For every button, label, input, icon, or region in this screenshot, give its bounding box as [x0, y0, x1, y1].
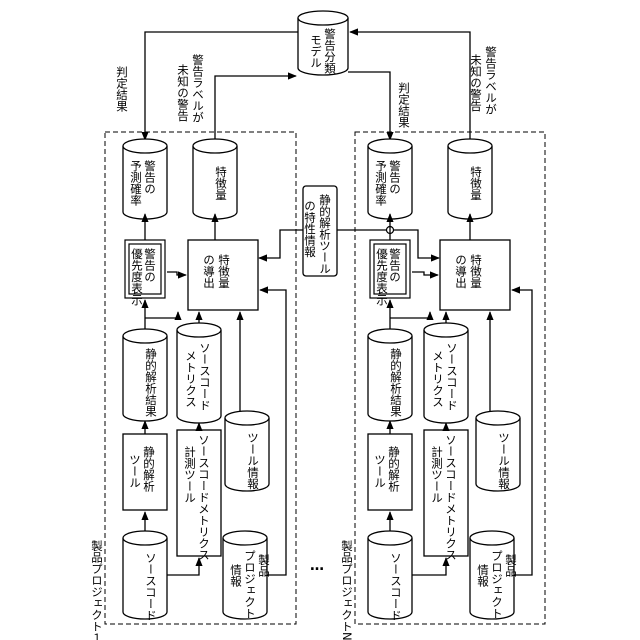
pN-metrics-label-2: メトリクス [431, 350, 445, 408]
p1-product-label-2: プロジェクト [243, 550, 257, 619]
pN-prob-label-2: 予測確率 [374, 160, 388, 207]
warning-classification-model-db: 警告分類 モデル [298, 11, 348, 75]
p1-arrow-derivation-to-priority [167, 272, 186, 275]
p1-product-label-1: 製品 [257, 553, 271, 577]
p1-metrics-tool-label-1: ソースコードメトリクス [197, 434, 211, 561]
tool-traits-label-1: 静的解析ツール [318, 193, 332, 274]
model-label-2: モデル [309, 34, 323, 69]
p1-metrics-label-2: メトリクス [184, 350, 198, 408]
pN-arrow-derivation-to-priority [412, 272, 438, 275]
pN-product-label-3: 情報 [476, 564, 490, 588]
pN-metrics-tool-box: ソースコードメトリクス 計測ツール [424, 430, 468, 561]
ellipsis-between-projects: … [310, 558, 324, 574]
p1-warning-priority-box: 警告の 優先度表示 [125, 240, 165, 306]
p1-tool-info-db: ツール情報 [225, 411, 269, 491]
p1-arrow-result-to-derivation [145, 312, 178, 318]
p1-product-label-3: 情報 [229, 564, 243, 588]
p1-warning-probability-db: 警告の 予測確率 [123, 139, 167, 219]
p1-static-tool-label-2: ツール [128, 454, 142, 489]
p1-feature-db-label: 特徴量 [214, 165, 228, 200]
p1-static-tool-box: 静的解析 ツール [123, 434, 167, 510]
model-label-1: 警告分類 [323, 27, 337, 75]
edge-unknown-1a: 警告ラベルが [191, 53, 205, 123]
p1-priority-label-1: 警告の [143, 247, 157, 282]
project-N-name: 製品プロジェクトN [340, 539, 354, 640]
pN-metrics-label-1: ソースコード [445, 342, 459, 411]
edge-unknown-1b: 未知の警告 [176, 64, 190, 122]
p1-static-result-db: 静的解析結果 [123, 329, 167, 421]
pN-feature-derivation-box: 特徴量 の導出 [440, 240, 510, 310]
p1-static-result-label: 静的解析結果 [144, 347, 158, 418]
project-1-group: 製品プロジェクト１ 警告の 予測確率 特徴量 警告の 優先度表示 特徴量 の導出 [90, 132, 296, 640]
edge-judgement-1: 判定結果 [115, 66, 129, 113]
pN-arrow-source-to-mtool [412, 558, 446, 575]
arrow-model-to-p1 [145, 32, 298, 140]
pN-warning-priority-box: 警告の 優先度表示 [370, 240, 410, 306]
project-1-name: 製品プロジェクト１ [90, 539, 104, 640]
pN-static-tool-label-2: ツール [373, 454, 387, 489]
pN-tool-info-label: ツール情報 [497, 432, 511, 490]
arrow-model-to-pN [348, 72, 390, 140]
pN-static-result-label: 静的解析結果 [389, 347, 403, 418]
p1-source-code-db: ソースコード [123, 531, 167, 621]
pN-metrics-tool-label-1: ソースコードメトリクス [444, 434, 458, 561]
pN-source-code-db: ソースコード [368, 531, 412, 621]
p1-metrics-tool-box: ソースコードメトリクス 計測ツール [177, 430, 221, 561]
pN-static-tool-label-1: 静的解析 [387, 445, 401, 493]
pN-product-info-db: 製品 プロジェクト 情報 [470, 531, 518, 619]
project-N-group: 製品プロジェクトN 警告の 予測確率 特徴量 警告の 優先度表示 特徴量 の導出… [340, 132, 545, 640]
pN-static-result-db: 静的解析結果 [368, 329, 412, 421]
p1-metrics-label-1: ソースコード [198, 342, 212, 411]
pN-priority-label-2: 優先度表示 [375, 248, 389, 306]
pN-priority-label-1: 警告の [388, 247, 402, 282]
p1-source-metrics-db: ソースコード メトリクス [177, 323, 221, 423]
p1-prob-label-1: 警告の [143, 159, 157, 194]
edge-unknown-Na: 警告ラベルが [484, 45, 498, 115]
p1-product-info-db: 製品 プロジェクト 情報 [223, 531, 271, 619]
pN-product-label-1: 製品 [504, 553, 518, 577]
p1-arrow-source-to-mtool [167, 558, 199, 575]
pN-source-code-label: ソースコード [389, 552, 403, 621]
edge-unknown-Nb: 未知の警告 [469, 54, 483, 112]
p1-static-tool-label-1: 静的解析 [142, 445, 156, 493]
p1-metrics-tool-label-2: 計測ツール [183, 445, 197, 503]
pN-derivation-label-2: の導出 [454, 254, 468, 289]
pN-prob-label-1: 警告の [388, 159, 402, 194]
pN-feature-db-label: 特徴量 [469, 165, 483, 200]
pN-tool-info-db: ツール情報 [476, 411, 520, 491]
pN-derivation-label-1: 特徴量 [469, 253, 483, 288]
tool-traits-label-2: の特性情報 [303, 200, 317, 258]
p1-priority-label-2: 優先度表示 [130, 248, 144, 306]
arrow-p1-to-model [215, 76, 296, 140]
edge-judgement-N: 判定結果 [397, 82, 411, 129]
pN-metrics-tool-label-2: 計測ツール [430, 445, 444, 503]
p1-source-code-label: ソースコード [144, 552, 158, 621]
p1-tool-info-label: ツール情報 [246, 432, 260, 490]
p1-derivation-label-1: 特徴量 [217, 253, 231, 288]
pN-static-tool-box: 静的解析 ツール [368, 434, 412, 510]
p1-derivation-label-2: の導出 [202, 254, 216, 289]
p1-prob-label-2: 予測確率 [129, 160, 143, 207]
p1-feature-derivation-box: 特徴量 の導出 [188, 240, 258, 310]
pN-warning-probability-db: 警告の 予測確率 [368, 139, 412, 219]
pN-feature-db: 特徴量 [448, 139, 492, 219]
pN-product-label-2: プロジェクト [490, 550, 504, 619]
pN-arrow-result-to-derivation [390, 312, 430, 318]
p1-feature-db: 特徴量 [193, 139, 237, 219]
pN-source-metrics-db: ソースコード メトリクス [424, 323, 468, 423]
